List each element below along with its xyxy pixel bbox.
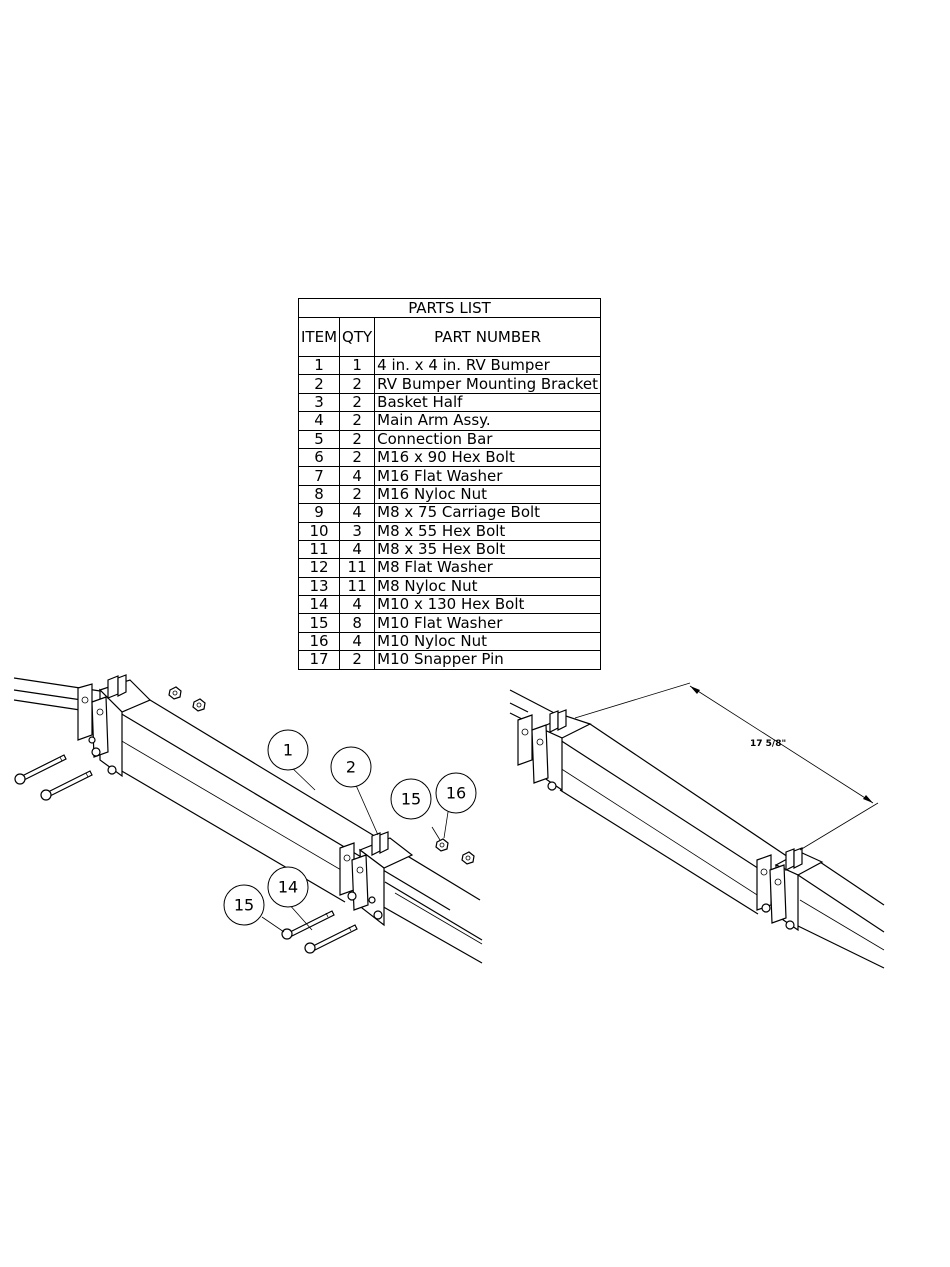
- header-qty: QTY: [339, 317, 376, 357]
- cell-item: 16: [297, 631, 341, 652]
- cell-qty: 2: [339, 650, 376, 670]
- right-assembled-view: 17 5/8": [509, 682, 885, 969]
- leader-line-14: [287, 902, 313, 931]
- callout-14: 14: [267, 866, 309, 908]
- callout-1: 1: [267, 729, 309, 771]
- dimension-bracket-spacing: 17 5/8": [574, 682, 879, 851]
- svg-text:14: 14: [278, 878, 298, 897]
- cell-part-number: Basket Half: [374, 392, 602, 413]
- svg-text:2: 2: [346, 758, 356, 777]
- dimension-label: 17 5/8": [750, 739, 786, 749]
- callout-15-lower: 15: [223, 884, 265, 926]
- svg-text:16: 16: [446, 784, 466, 803]
- callout-16: 16: [435, 772, 477, 814]
- cell-part-number: M8 x 75 Carriage Bolt: [374, 503, 602, 523]
- m10-hex-bolts-lower: [281, 910, 358, 954]
- cell-item: 17: [297, 650, 341, 670]
- cell-qty: 4: [339, 539, 376, 560]
- cell-qty: 11: [339, 558, 376, 578]
- cell-part-number: M16 x 90 Hex Bolt: [374, 447, 602, 468]
- cell-item: 12: [297, 558, 341, 578]
- left-exploded-view: 1 2 15 16 14 15: [13, 674, 483, 964]
- callout-2: 2: [330, 746, 372, 788]
- cell-qty: 2: [339, 411, 376, 431]
- nuts-and-washers-right: [431, 811, 475, 865]
- cell-item: 14: [297, 595, 341, 615]
- cell-part-number: RV Bumper Mounting Bracket: [374, 374, 602, 394]
- mounting-bracket-left: [77, 674, 152, 778]
- mounting-bracket-assembled-left: [517, 709, 592, 792]
- nuts-left-top: [168, 686, 206, 712]
- leader-line-15b: [261, 916, 285, 933]
- cell-part-number: M8 Flat Washer: [374, 558, 602, 578]
- svg-text:15: 15: [401, 790, 421, 809]
- hex-bolts-left: [14, 754, 93, 801]
- cell-part-number: Connection Bar: [374, 429, 602, 449]
- cell-part-number: M10 Snapper Pin: [374, 650, 602, 670]
- mounting-bracket-assembled-right: [756, 847, 824, 932]
- cell-part-number: M8 x 55 Hex Bolt: [374, 521, 602, 541]
- cell-part-number: M10 x 130 Hex Bolt: [374, 595, 602, 615]
- svg-text:15: 15: [234, 896, 254, 915]
- cell-qty: 11: [339, 576, 376, 597]
- mounting-bracket-right: [339, 831, 414, 927]
- callout-15-upper: 15: [390, 778, 432, 820]
- cell-part-number: M10 Nyloc Nut: [374, 631, 602, 652]
- svg-text:1: 1: [283, 741, 293, 760]
- leader-line-2: [354, 782, 379, 836]
